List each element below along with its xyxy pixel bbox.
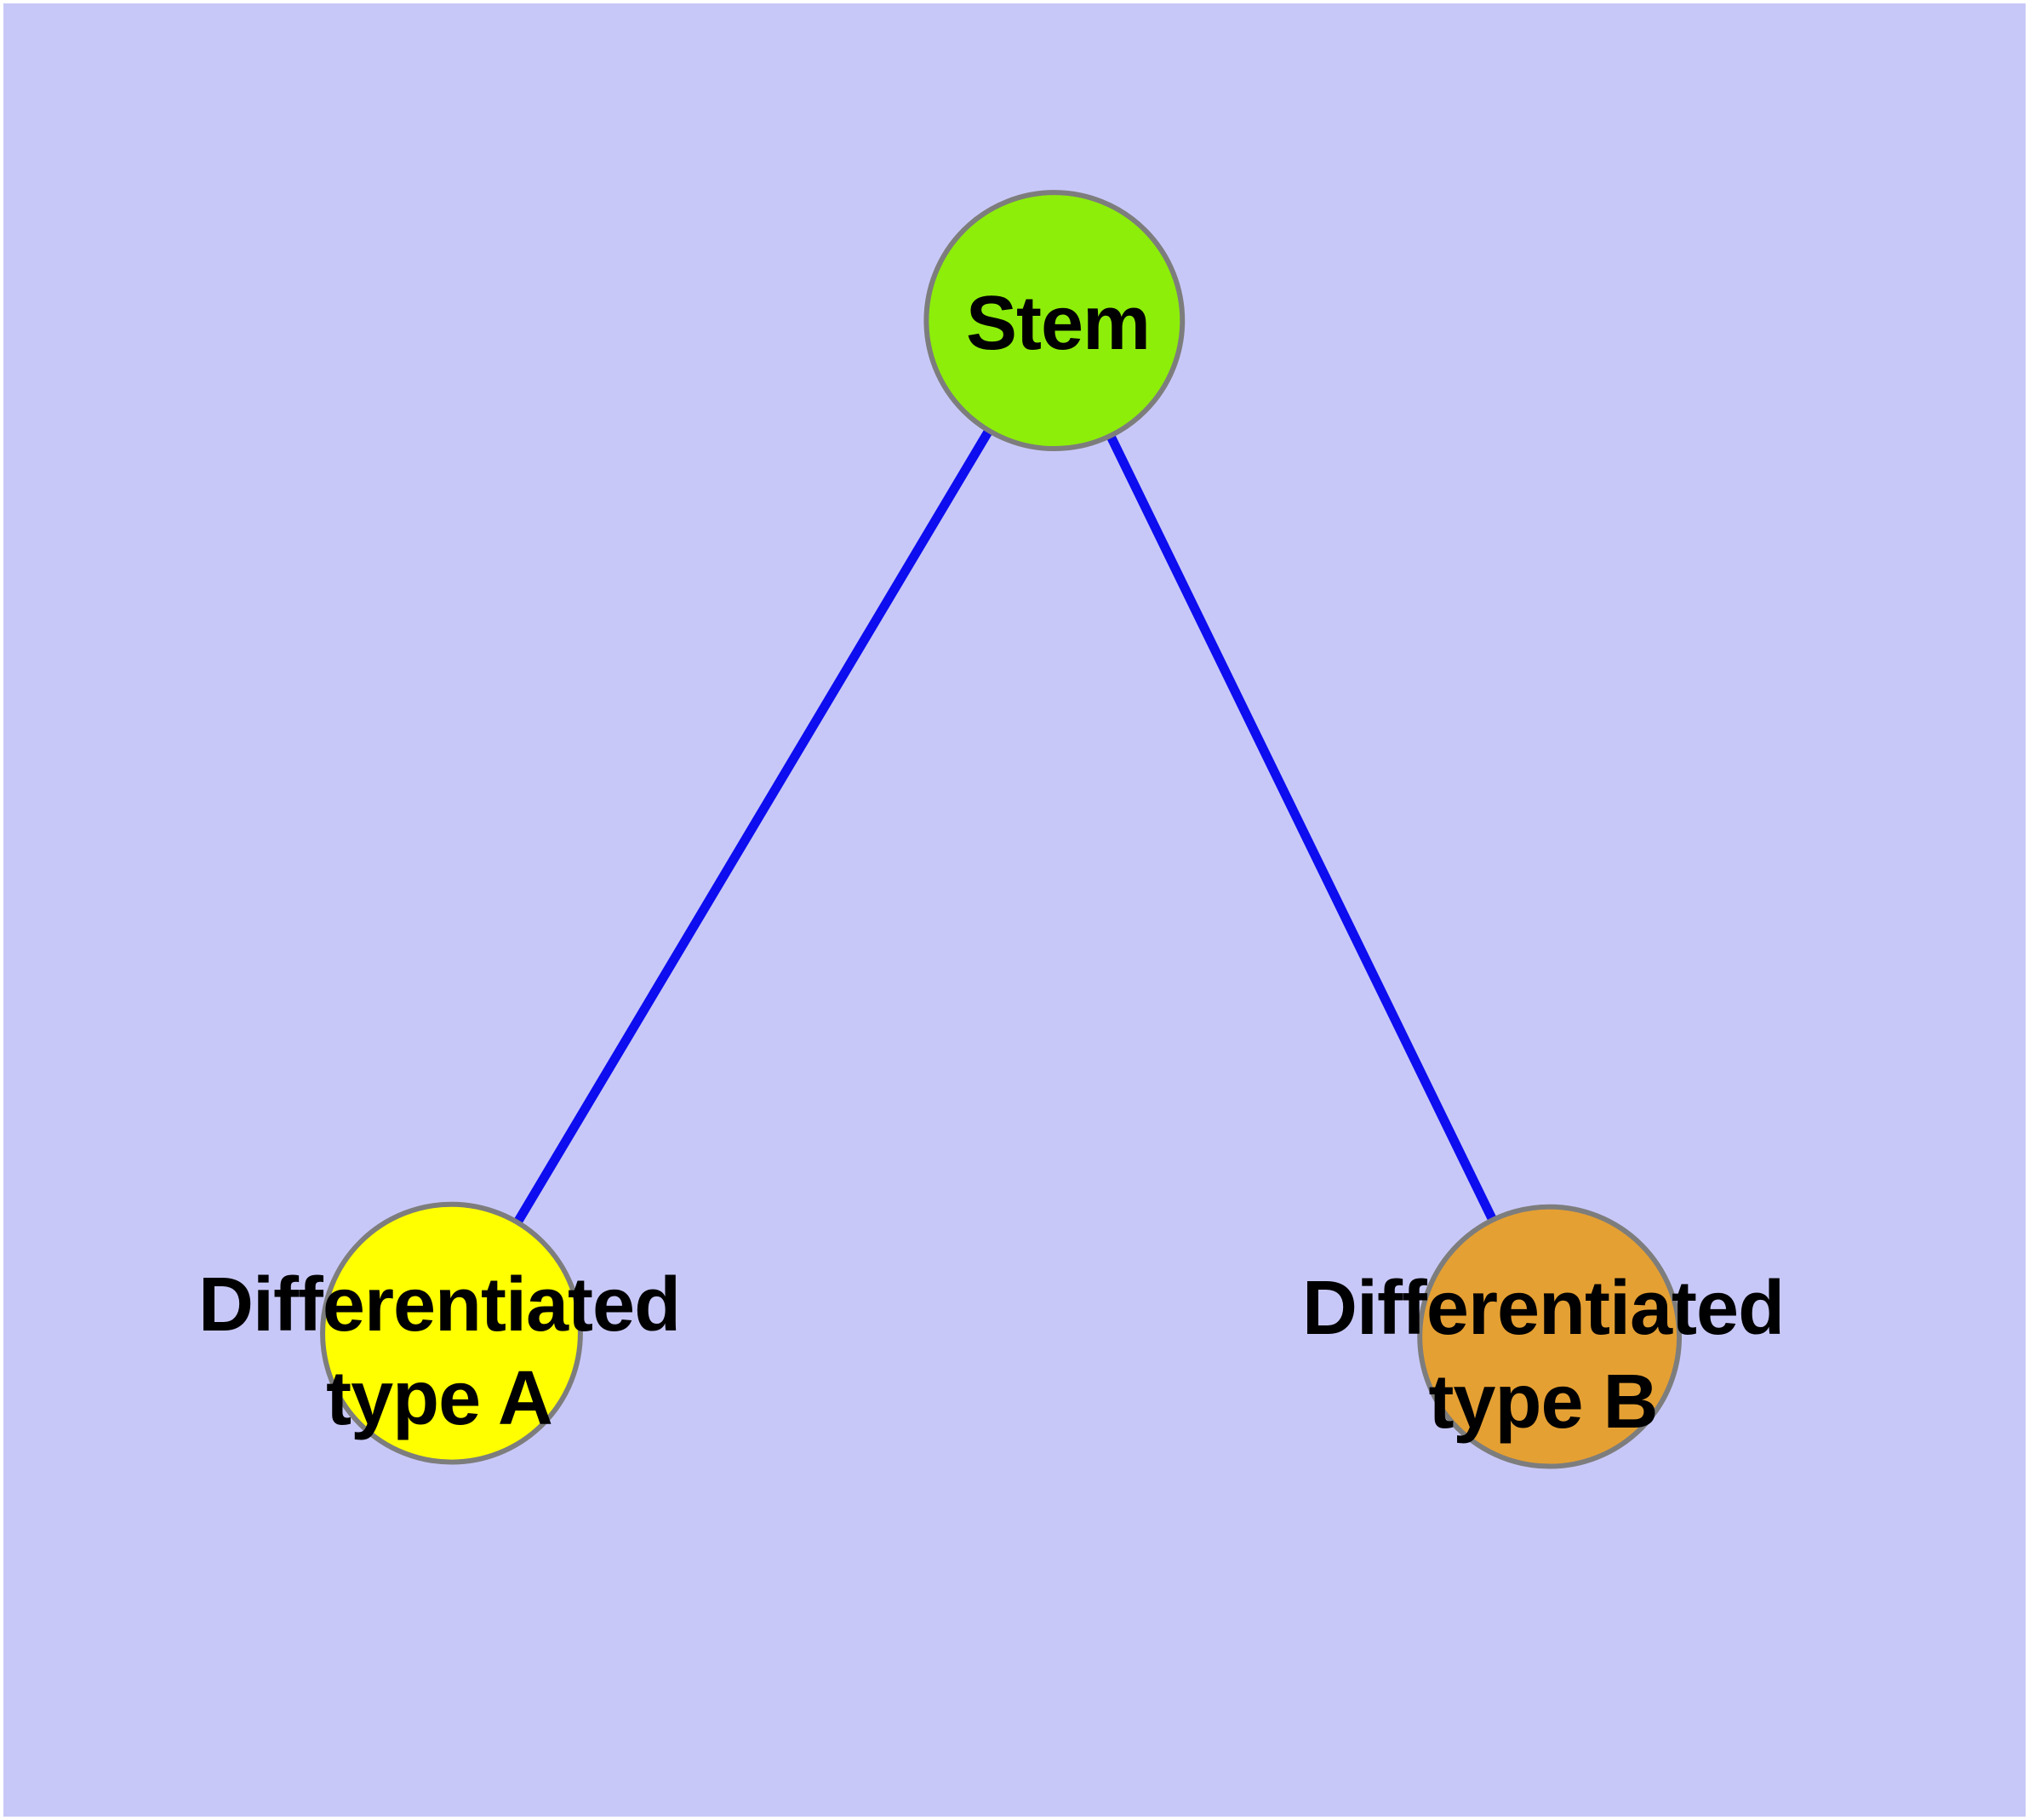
node-circle-typeA xyxy=(320,1201,583,1465)
node-circle-typeB xyxy=(1417,1204,1683,1469)
node-circle-stem xyxy=(923,190,1186,452)
node-label-stem: Stem xyxy=(965,277,1151,370)
graph-svg xyxy=(320,190,1683,1469)
node-label-line: type B xyxy=(1428,1359,1658,1445)
node-label-line: Differentiated xyxy=(1301,1266,1785,1351)
node-label-line: type A xyxy=(326,1356,553,1441)
edge-stem-typeA xyxy=(447,318,1059,1336)
edge-stem-typeB xyxy=(1049,318,1554,1339)
node-label-line: Differentiated xyxy=(197,1262,681,1348)
node-label-line: Stem xyxy=(965,281,1151,366)
